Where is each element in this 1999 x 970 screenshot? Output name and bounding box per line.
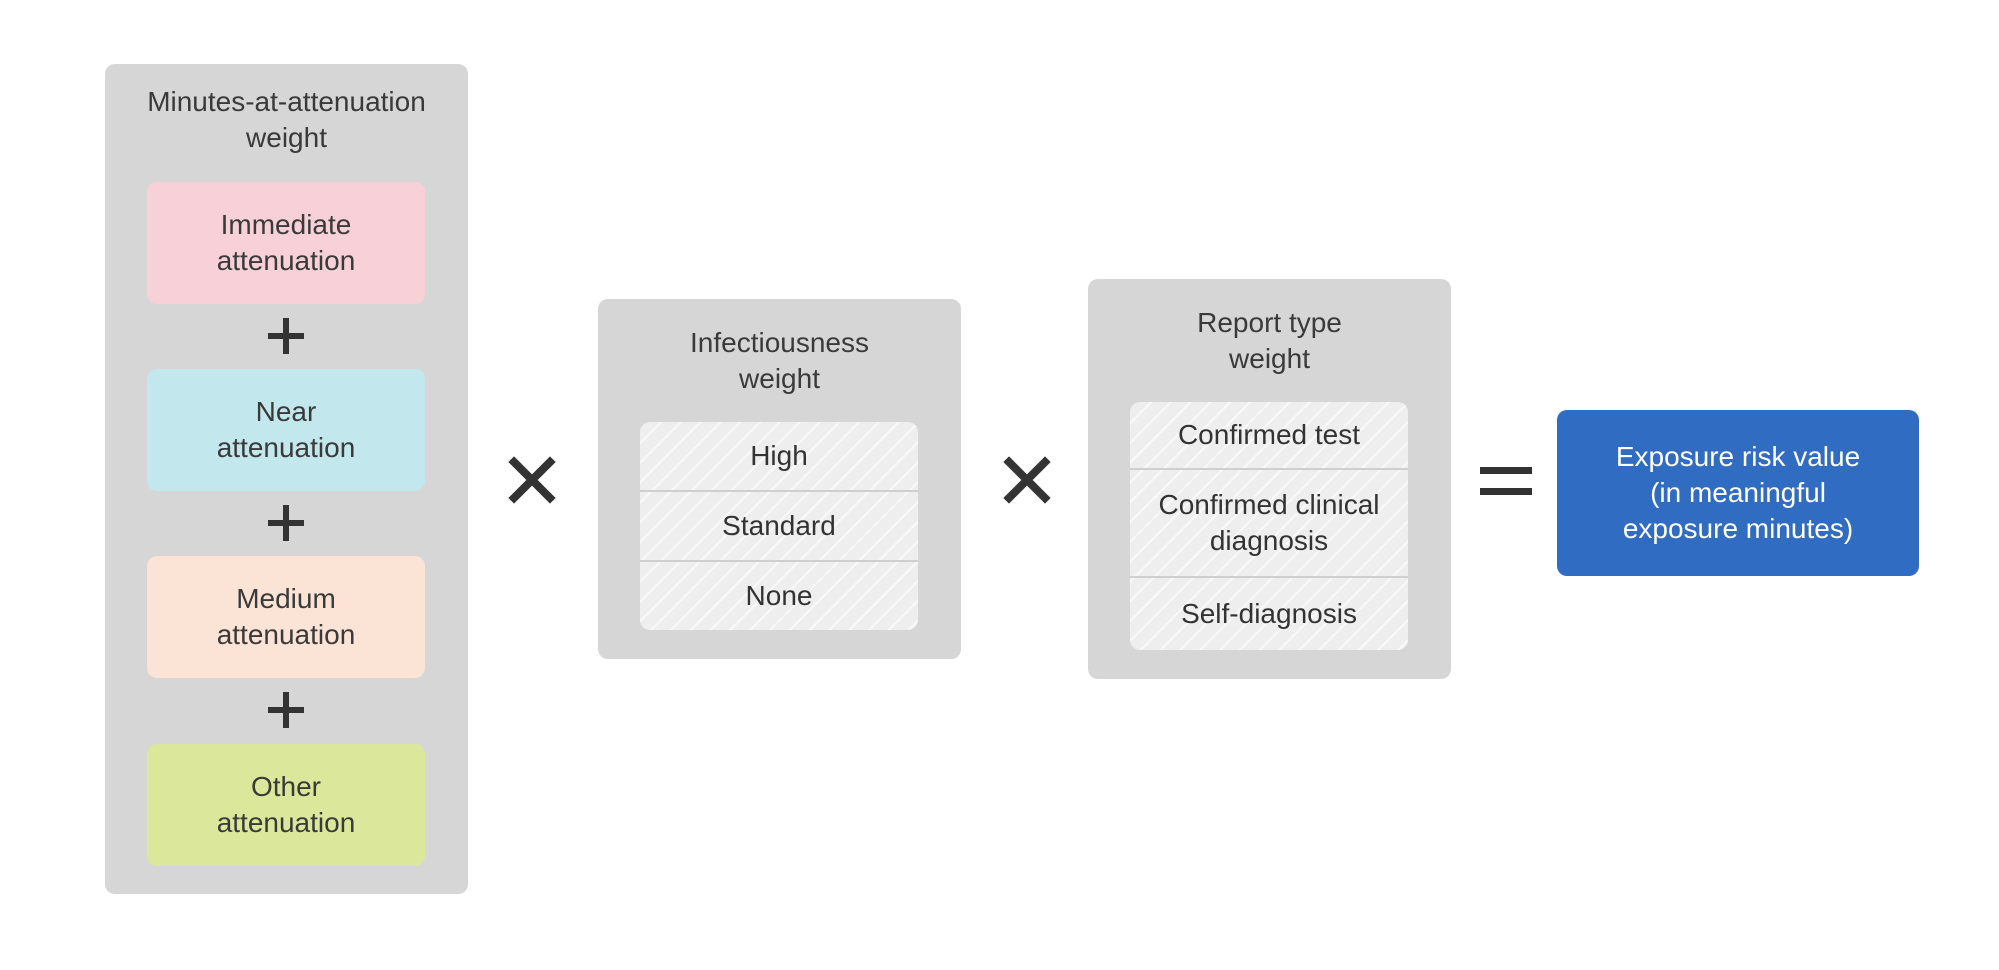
infectiousness-option-none: None xyxy=(745,580,813,611)
plus-icon xyxy=(147,304,425,368)
multiply-icon xyxy=(997,450,1057,510)
immediate-attenuation-box: Immediate attenuation xyxy=(147,182,425,304)
plus-icon xyxy=(147,678,425,742)
attenuation-weight-panel: Minutes-at-attenuation weight Immediate … xyxy=(105,64,468,894)
equals-icon xyxy=(1476,451,1536,511)
near-attenuation-box: Near attenuation xyxy=(147,369,425,491)
infectiousness-options-list: High Standard None xyxy=(640,422,918,630)
infectiousness-weight-panel: Infectiousness weight High Standard None xyxy=(598,299,961,659)
attenuation-weight-title: Minutes-at-attenuation weight xyxy=(147,86,426,153)
report-type-option-self-diagnosis: Self-diagnosis xyxy=(1181,598,1357,629)
multiply-icon xyxy=(502,450,562,510)
infectiousness-weight-title: Infectiousness weight xyxy=(690,327,869,394)
infectiousness-option-high: High xyxy=(640,422,918,492)
infectiousness-option-standard: Standard xyxy=(640,492,918,562)
report-type-weight-panel: Report type weight Confirmed test Confir… xyxy=(1088,279,1451,679)
other-attenuation-box: Other attenuation xyxy=(147,744,425,866)
report-type-option-confirmed-test: Confirmed test xyxy=(1130,402,1408,470)
plus-icon xyxy=(147,491,425,555)
report-type-weight-title: Report type weight xyxy=(1197,307,1342,374)
medium-attenuation-box: Medium attenuation xyxy=(147,556,425,678)
report-type-option-confirmed-clinical-diagnosis: Confirmed clinical diagnosis xyxy=(1130,470,1408,578)
exposure-risk-value-box: Exposure risk value (in meaningful expos… xyxy=(1557,410,1919,576)
report-type-options-list: Confirmed test Confirmed clinical diagno… xyxy=(1130,402,1408,650)
